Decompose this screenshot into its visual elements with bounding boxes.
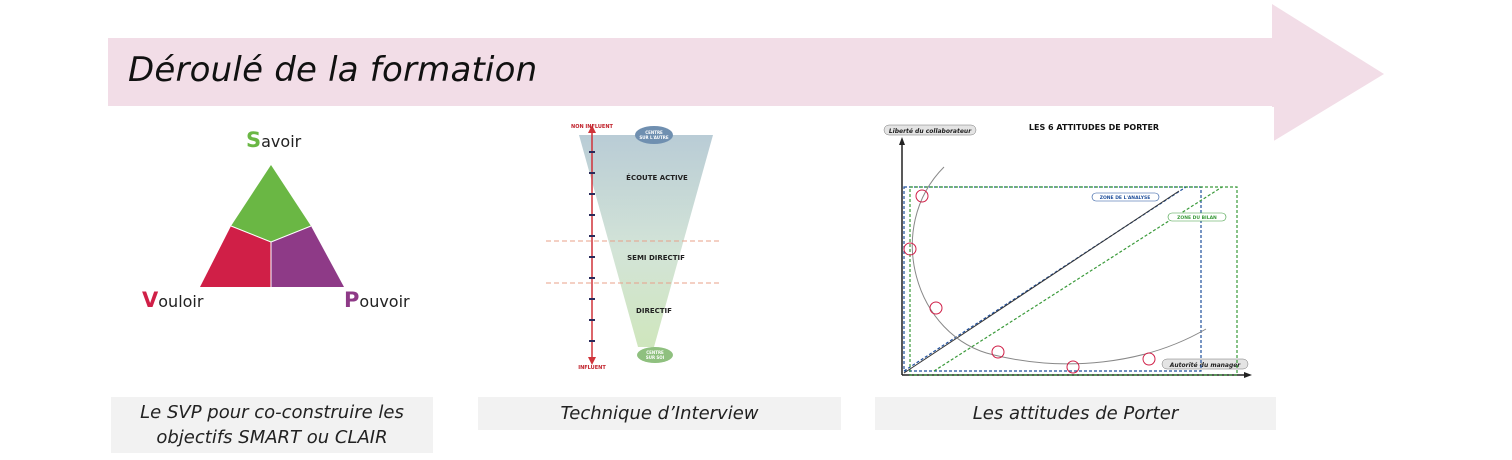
interview-diagram-panel: NON INFLUENT INFLUENT CENTRE SUR L'AUTRE… — [449, 107, 843, 392]
svg-text:CENTRE: CENTRE — [646, 350, 664, 355]
porter-diagram: LES 6 ATTITUDES DE PORTER Liberté du col… — [883, 123, 1252, 378]
x-axis-label: Autorité du manager — [1169, 362, 1242, 369]
svg-text:CENTRE: CENTRE — [645, 130, 663, 135]
svp-diagram: Savoir Vouloir Pouvoir — [142, 128, 410, 312]
attitude-markers — [903, 189, 1156, 374]
zone-bilan-label: ZONE DU BILAN — [1177, 215, 1217, 221]
page-title: Déroulé de la formation — [128, 50, 538, 90]
zone-analyse-box — [903, 186, 1202, 372]
zone-analyse-label: ZONE DE L'ANALYSE — [1100, 195, 1151, 201]
diagonal-line — [903, 190, 1180, 374]
interview-diagram: NON INFLUENT INFLUENT CENTRE SUR L'AUTRE… — [546, 124, 722, 371]
zone-ecoute-active: ÉCOUTE ACTIVE — [626, 173, 688, 182]
svg-text:SUR L'AUTRE: SUR L'AUTRE — [639, 135, 668, 140]
porter-diagram-panel: LES 6 ATTITUDES DE PORTER Liberté du col… — [874, 107, 1274, 392]
attitude-marker — [1142, 352, 1156, 366]
attitude-marker — [915, 189, 929, 203]
zone-directif: DIRECTIF — [636, 307, 672, 315]
arrow-shape — [108, 4, 1384, 142]
attitude-marker — [929, 301, 943, 315]
attitude-marker — [1066, 360, 1080, 374]
pouvoir-segment — [271, 226, 344, 287]
porter-title: LES 6 ATTITUDES DE PORTER — [1029, 123, 1159, 132]
vouloir-label: Vouloir — [142, 288, 204, 312]
pouvoir-label: Pouvoir — [344, 288, 410, 312]
top-pill — [635, 126, 673, 144]
caption-porter: Les attitudes de Porter — [875, 397, 1276, 430]
axis-top-label: NON INFLUENT — [571, 124, 613, 130]
savoir-label: Savoir — [246, 128, 302, 152]
attitude-marker — [991, 345, 1005, 359]
header-arrow-banner — [108, 4, 1384, 142]
attitude-marker — [903, 242, 917, 256]
bottom-pill — [637, 347, 673, 363]
svg-text:SUR SOI: SUR SOI — [646, 355, 665, 360]
axis-bottom-label: INFLUENT — [578, 365, 606, 371]
attitude-curve — [911, 166, 1207, 365]
vouloir-segment — [200, 226, 271, 287]
caption-interview: Technique d’Interview — [478, 397, 841, 430]
savoir-segment — [231, 165, 311, 242]
axis-ticks — [589, 151, 595, 342]
zone-semi-directif: SEMI DIRECTIF — [627, 254, 685, 262]
y-axis-label: Liberté du collaborateur — [889, 128, 972, 135]
caption-svp: Le SVP pour co-construire les objectifs … — [111, 397, 433, 453]
svp-diagram-panel: Savoir Vouloir Pouvoir — [111, 107, 433, 392]
zone-bilan-box — [909, 186, 1238, 376]
